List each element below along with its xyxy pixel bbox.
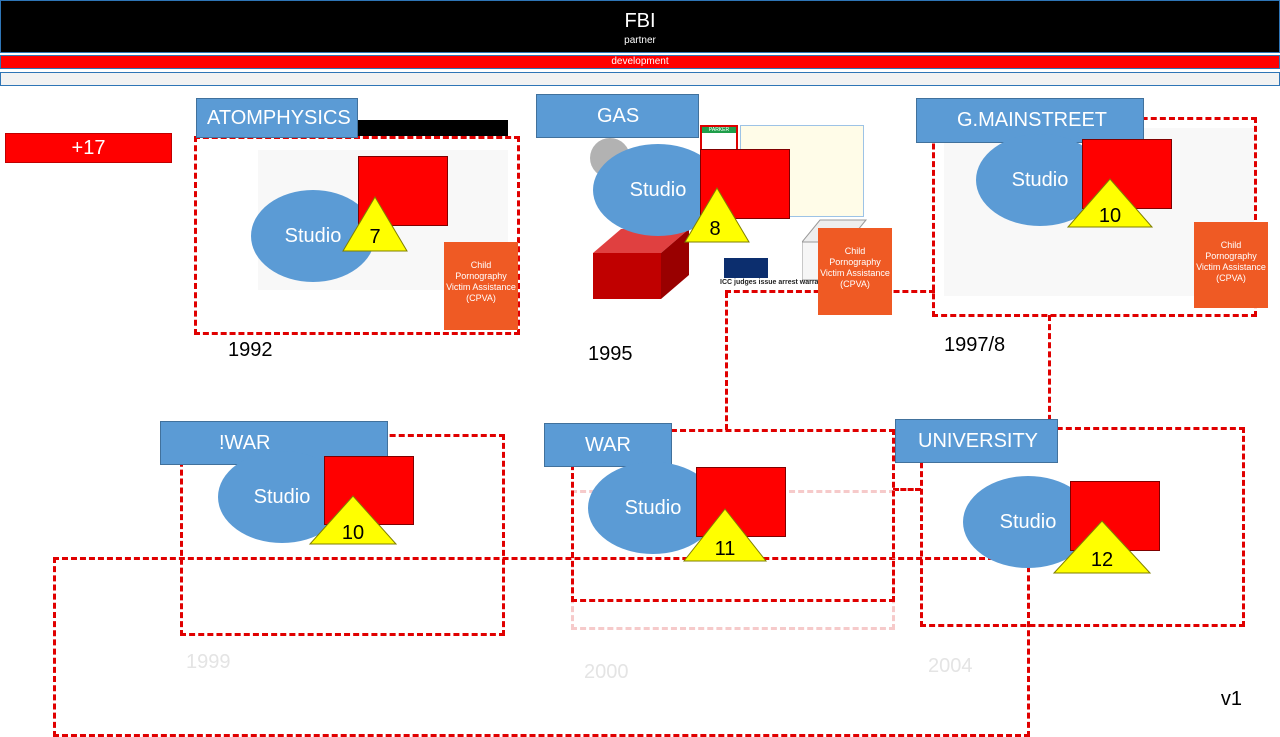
- cpva-book: Child Pornography Victim Assistance (CPV…: [1194, 222, 1268, 308]
- node-year: 2004: [928, 655, 973, 677]
- count-triangle: [308, 495, 398, 545]
- node-label-atomphysics: ATOMPHYSICS: [196, 98, 358, 138]
- version-label: v1: [1220, 688, 1242, 710]
- icc-caption: ICC judges issue arrest warrants agai: [720, 279, 845, 286]
- count-triangle: [342, 196, 408, 252]
- screenshot-header: [358, 120, 508, 136]
- count-triangle: [682, 508, 768, 562]
- node-frame-university: [920, 427, 1245, 627]
- light-bar: [0, 72, 1280, 86]
- red-square: [696, 467, 786, 537]
- count-label: 10: [341, 522, 365, 544]
- book-title: Child Pornography Victim Assistance (CPV…: [446, 260, 516, 303]
- node-year: 1992: [228, 339, 273, 361]
- count-label: 8: [709, 218, 721, 240]
- node-label-university: UNIVERSITY: [895, 419, 1058, 463]
- parker-sign: PARKER: [700, 125, 738, 153]
- count-label: 12: [1090, 549, 1114, 571]
- node-label-war: WAR: [544, 423, 672, 467]
- node-year: 1999: [186, 651, 231, 673]
- icc-logo: [724, 258, 768, 278]
- header-bar: FBI partner: [0, 0, 1280, 53]
- count-triangle: [684, 187, 750, 243]
- cpva-book: Child Pornography Victim Assistance (CPV…: [818, 228, 892, 315]
- parker-label: PARKER: [702, 127, 736, 133]
- node-frame-war: [571, 429, 895, 602]
- cpva-book: Child Pornography Victim Assistance (CPV…: [444, 242, 518, 330]
- node-year: 1995: [588, 343, 633, 365]
- book-title: Child Pornography Victim Assistance (CPV…: [1196, 240, 1266, 283]
- count-triangle: [1052, 520, 1152, 574]
- count-badge: +17: [5, 133, 172, 163]
- count-label: 7: [369, 226, 381, 248]
- node-year: 2000: [584, 661, 629, 683]
- header-title: FBI: [624, 10, 656, 32]
- red-cube: [593, 229, 689, 299]
- connector-line: [893, 488, 921, 491]
- connector-line: [1048, 315, 1051, 430]
- node-label-gas: GAS: [536, 94, 699, 138]
- count-label: 10: [1098, 205, 1122, 227]
- book-title: Child Pornography Victim Assistance (CPV…: [820, 246, 890, 289]
- connector-line: [725, 292, 728, 430]
- count-label: 11: [714, 538, 736, 560]
- header-subtitle: partner: [624, 35, 656, 46]
- node-year: 1997/8: [944, 334, 1006, 356]
- count-triangle: [1066, 178, 1154, 228]
- development-bar: development: [0, 55, 1280, 69]
